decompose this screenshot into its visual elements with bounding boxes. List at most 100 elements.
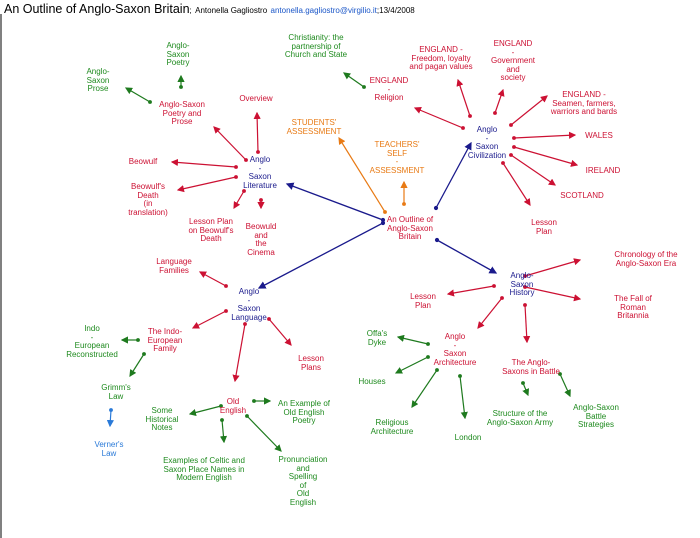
node-label-line: Government: [490, 56, 536, 66]
node-label-line: European: [74, 341, 110, 351]
node-england-religion[interactable]: ENGLAND-Religion: [369, 76, 409, 103]
node-houses[interactable]: Houses: [358, 377, 385, 387]
node-label-line: Old: [296, 489, 310, 499]
node-anglo-saxons-in-battle[interactable]: The Anglo-Saxons in Battle: [502, 358, 560, 376]
node-label-line: -: [258, 163, 262, 173]
node-label-line: and: [296, 463, 310, 473]
node-label-line: Notes: [151, 423, 173, 433]
node-label-line: ENGLAND: [369, 76, 409, 85]
node-label-line: Language: [156, 257, 192, 266]
link-indo-european-grimms: [129, 352, 146, 378]
node-label-line: Reconstructed: [66, 349, 118, 359]
node-label-line: Religion: [374, 93, 404, 103]
node-students-assessment[interactable]: STUDENTS'ASSESSMENT: [287, 118, 342, 136]
node-label-line: the: [255, 239, 267, 249]
node-label-line: ENGLAND -: [562, 90, 606, 99]
link-civilization-religion: [413, 106, 465, 130]
node-label-line: Plans: [300, 362, 322, 372]
node-label-line: SELF: [386, 148, 407, 158]
node-england-seamen[interactable]: ENGLAND -Seamen, farmers,warriors and ba…: [551, 90, 617, 117]
node-london[interactable]: London: [455, 433, 482, 443]
node-label-line: Christianity: the: [288, 33, 344, 42]
node-label-line: Anglo: [238, 287, 260, 296]
link-religion-christianity: [343, 72, 366, 89]
node-label-line: Language: [231, 312, 267, 322]
link-history-battle: [523, 303, 531, 344]
node-label-line: Pronunciation: [278, 455, 328, 464]
node-label-line: -: [453, 340, 457, 350]
node-label-line: and: [254, 230, 268, 240]
link-root-students-assessment: [338, 136, 387, 214]
node-ireland[interactable]: IRELAND: [586, 166, 621, 176]
node-overview[interactable]: Overview: [239, 94, 273, 104]
node-scotland[interactable]: SCOTLAND: [560, 191, 604, 201]
link-civilization-scotland: [509, 153, 556, 186]
node-beowulf[interactable]: Beowulf: [129, 157, 157, 167]
node-label-line: Poetry: [166, 58, 190, 68]
link-language-indo-european: [191, 309, 228, 329]
node-label-line: Saxon: [166, 49, 190, 59]
node-label-line: Saxons in Battle: [502, 366, 560, 376]
node-label-line: Overview: [239, 94, 273, 103]
node-label-line: Beowuld: [245, 222, 277, 231]
node-label-line: Old English: [283, 407, 325, 417]
link-architecture-london: [458, 374, 468, 420]
node-label-line: society: [500, 73, 526, 83]
link-history-architecture: [477, 296, 504, 329]
node-label-line: Spelling: [288, 472, 318, 482]
node-label-line: Prose: [171, 117, 193, 127]
node-wales[interactable]: WALES: [585, 131, 613, 141]
link-history-lesson-plan: [446, 284, 496, 297]
node-label-line: Saxon: [475, 142, 499, 152]
node-label-line: SCOTLAND: [560, 191, 604, 200]
node-label-line: Death: [200, 234, 222, 244]
link-language-old-english: [232, 322, 247, 383]
node-teachers-self-assessment[interactable]: TEACHERS'SELF-ASSESSMENT: [370, 140, 425, 175]
node-label-line: Poetry: [292, 416, 316, 426]
node-label-line: Plan: [535, 226, 553, 236]
node-label-line: Church and State: [284, 50, 348, 60]
link-civilization-ireland: [512, 145, 579, 167]
author-email-link[interactable]: antonella.gagliostro@virgilio.it: [270, 6, 377, 15]
node-label-line: Chronology of the: [614, 250, 678, 259]
node-label-line: Anglo: [476, 125, 498, 134]
node-label-line: The Indo-: [147, 327, 183, 336]
node-label-line: Strategies: [577, 420, 615, 430]
page-header: An Outline of Anglo-Saxon Britain; Anton…: [4, 2, 415, 16]
node-label-line: European: [147, 335, 183, 345]
